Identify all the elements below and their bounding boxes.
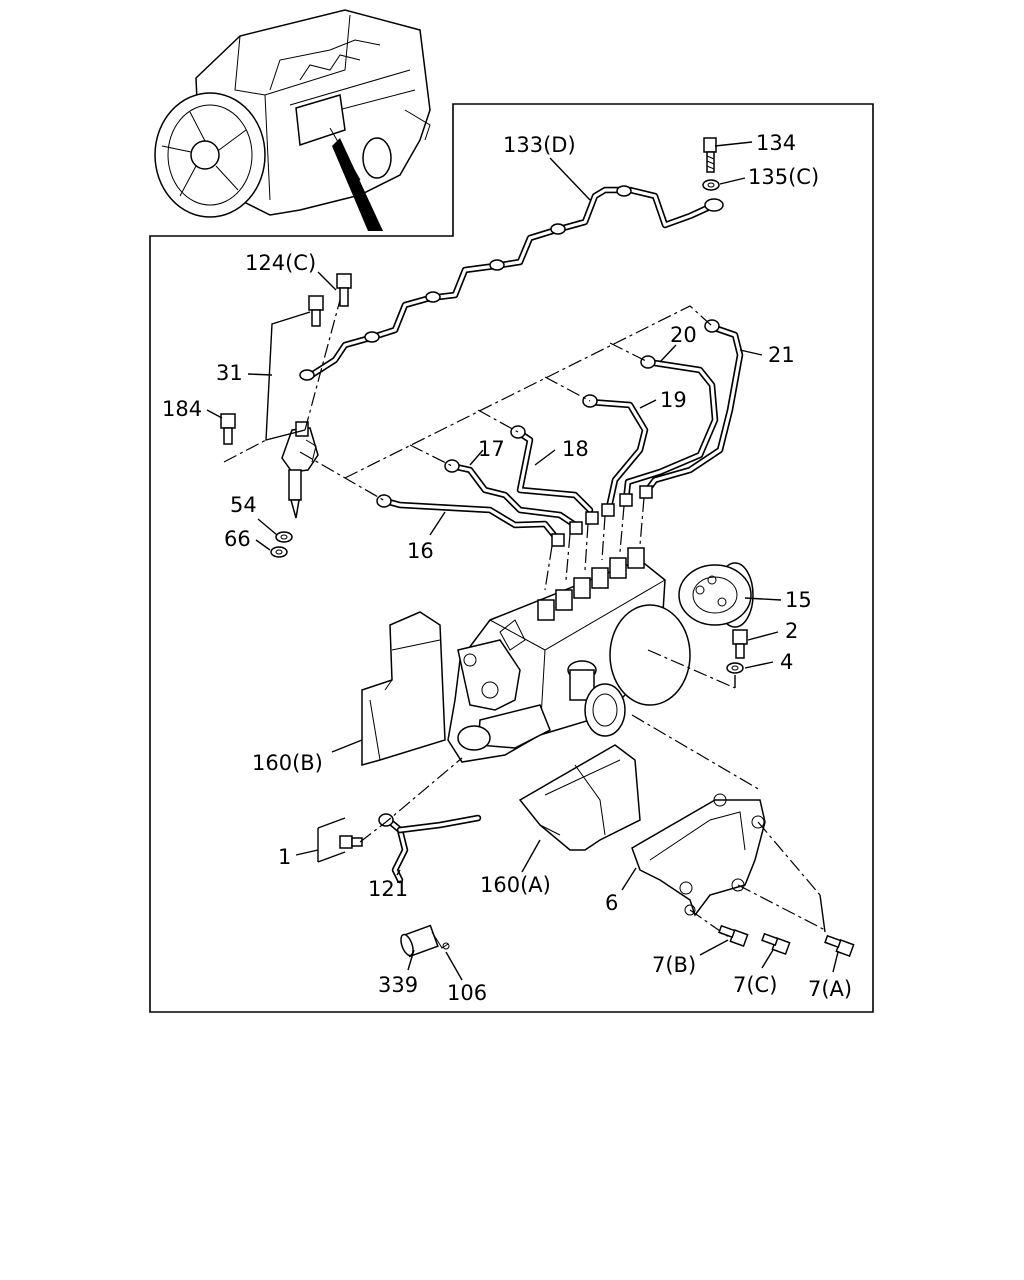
label-20: 20 <box>670 323 697 347</box>
cover-160b <box>361 611 446 766</box>
label-15: 15 <box>785 588 812 612</box>
label-21: 21 <box>768 343 795 367</box>
label-160b: 160(B) <box>252 751 323 775</box>
label-124c: 124(C) <box>245 251 316 275</box>
washer-4 <box>726 662 744 674</box>
injection-nozzle-31 <box>281 273 352 519</box>
label-106: 106 <box>447 981 487 1005</box>
pump-bracket-6 <box>631 793 766 917</box>
bolt-184 <box>220 413 236 445</box>
injection-pipes <box>376 319 744 547</box>
label-4: 4 <box>780 650 793 674</box>
washer-135c <box>702 179 720 191</box>
oil-pipe-121 <box>378 813 482 884</box>
label-66: 66 <box>224 527 251 551</box>
cover-160a <box>518 744 641 851</box>
bolt-7a <box>824 934 855 957</box>
timer-15 <box>678 562 754 628</box>
label-133d: 133(D) <box>503 133 576 157</box>
leader-lines <box>206 141 839 981</box>
bolt-7c <box>761 932 791 955</box>
diagram-frame <box>149 103 874 1013</box>
label-54: 54 <box>230 493 257 517</box>
label-19: 19 <box>660 388 687 412</box>
label-7c: 7(C) <box>733 973 777 997</box>
label-135c: 135(C) <box>748 165 819 189</box>
label-2: 2 <box>785 619 798 643</box>
label-16: 16 <box>407 539 434 563</box>
engine-overview-illustration <box>154 9 431 231</box>
hose-339 <box>400 924 439 958</box>
label-121: 121 <box>368 877 408 901</box>
clip-106 <box>431 931 450 950</box>
label-7b: 7(B) <box>652 953 696 977</box>
label-160a: 160(A) <box>480 873 551 897</box>
bolt-1 <box>339 835 363 849</box>
leak-off-pipe-133d <box>299 185 724 381</box>
washer-54 <box>275 531 293 543</box>
label-7a: 7(A) <box>808 977 852 1001</box>
label-339: 339 <box>378 973 418 997</box>
label-18: 18 <box>562 437 589 461</box>
injection-pump-assembly <box>447 547 691 763</box>
washer-66 <box>270 546 288 558</box>
bolt-7b <box>718 924 749 947</box>
bolt-2 <box>732 629 748 659</box>
label-134: 134 <box>756 131 796 155</box>
label-31: 31 <box>216 361 243 385</box>
label-17: 17 <box>478 437 505 461</box>
label-6: 6 <box>605 891 618 915</box>
leader-31-bracket <box>265 311 311 441</box>
eye-bolt-134 <box>703 137 717 173</box>
label-1: 1 <box>278 845 291 869</box>
label-184: 184 <box>162 397 202 421</box>
